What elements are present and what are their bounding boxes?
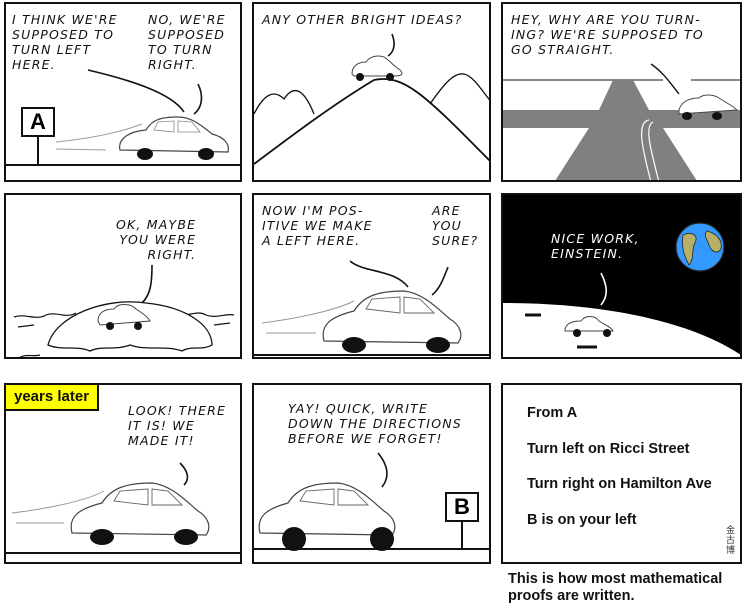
speech-bubble: OK, maybe you were right. [116, 217, 197, 262]
panel-2-art [254, 33, 489, 165]
speech-bubble-left: Now I'm pos- itive we make a left here. [262, 203, 373, 248]
comic-panel-9: From A Turn left on Ricci Street Turn ri… [501, 383, 742, 564]
speech-bubble-right: Are you sure? [432, 203, 479, 248]
panel-6-art [503, 222, 740, 357]
artist-signature: 金古博 [726, 526, 736, 556]
panel-3-art [503, 63, 740, 180]
comic-panel-2: Any other bright ideas? [252, 2, 491, 182]
panel-7-art [6, 462, 240, 554]
direction-step-3: Turn right on Hamilton Ave [527, 476, 712, 492]
sign-a: A [30, 109, 46, 134]
direction-step-1: From A [527, 405, 578, 421]
panel-1-art [6, 69, 240, 166]
comic-panel-4: OK, maybe you were right. [4, 193, 242, 359]
panel-8-art [254, 452, 489, 551]
caption-years-later: years later [6, 385, 100, 411]
speech-bubble: Nice work, Einstein. [551, 231, 640, 261]
speech-bubble: Yay! Quick, write down the directions be… [288, 401, 462, 446]
footer-caption: This is how most mathematical proofs are… [508, 571, 723, 604]
comic-panel-3: Hey, why are you turn- ing? We're suppos… [501, 2, 742, 182]
direction-step-2: Turn left on Ricci Street [527, 441, 690, 457]
speech-bubble-left: I think we're supposed to turn left here… [12, 12, 118, 72]
panel-4-art [13, 264, 235, 357]
comic-panel-6: Nice work, Einstein. [501, 193, 742, 359]
sign-b: B [454, 494, 470, 519]
comic-panel-1: I think we're supposed to turn left here… [4, 2, 242, 182]
speech-bubble: Any other bright ideas? [262, 12, 463, 27]
comic-panel-7: years later Look! There it is! We made i… [4, 383, 242, 564]
speech-bubble: Hey, why are you turn- ing? We're suppos… [511, 12, 704, 57]
speech-bubble: Look! There it is! We made it! [128, 403, 227, 448]
comic-panel-5: Now I'm pos- itive we make a left here. … [252, 193, 491, 359]
panel-5-art [254, 260, 489, 356]
speech-bubble-right: No, we're supposed to turn right. [148, 12, 226, 72]
earth-icon [675, 222, 725, 272]
comic-panel-8: Yay! Quick, write down the directions be… [252, 383, 491, 564]
direction-step-4: B is on your left [527, 512, 637, 528]
